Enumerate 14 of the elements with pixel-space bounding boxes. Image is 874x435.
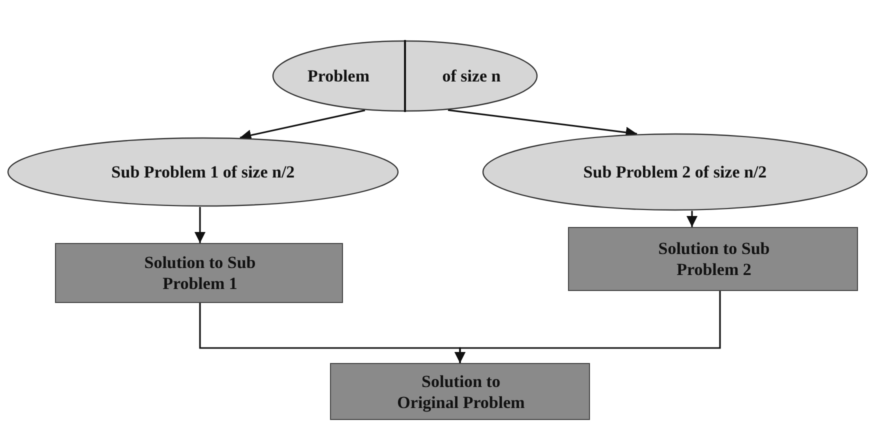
solution-box (55, 243, 343, 303)
node-label: of size n (441, 65, 502, 87)
arrow (686, 210, 698, 227)
node-label: Solution to Sub Problem 1 (143, 252, 257, 294)
node-label: Sub Problem 2 of size n/2 (582, 161, 768, 183)
arrow (194, 207, 206, 243)
solution-box (568, 227, 858, 291)
node-label: Solution to Sub Problem 2 (657, 238, 771, 280)
arrow (454, 291, 721, 363)
arrow (240, 110, 366, 141)
node-label: Sub Problem 1 of size n/2 (110, 161, 296, 183)
node-label: Solution to Original Problem (396, 370, 526, 413)
node-label: Problem (306, 65, 370, 87)
solution-box (330, 363, 590, 420)
